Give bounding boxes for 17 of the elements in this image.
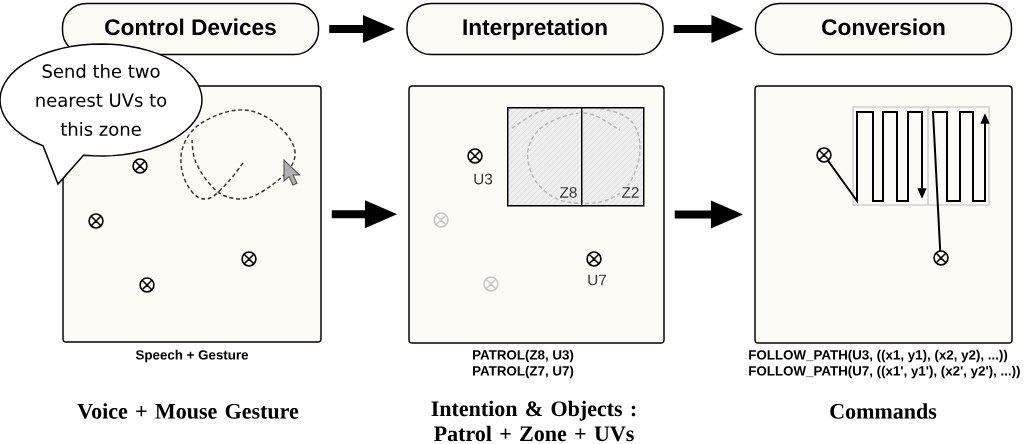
command-text: FOLLOW_PATH(U7, ((x1', y1'), (x2', y2'), ...)): [749, 365, 1020, 379]
command-text: FOLLOW_PATH(U3, ((x1, y1), (x2, y2), ...)): [749, 349, 1008, 363]
zone-box: Z2: [580, 106, 645, 207]
panel-caption: Speech + Gesture: [135, 349, 249, 363]
stage-box: Interpretation: [406, 2, 664, 56]
panel-box: [754, 85, 1013, 344]
zone-box: Z8: [506, 106, 583, 207]
stage-box: Conversion: [754, 2, 1013, 56]
stage-box: Control Devices: [61, 2, 320, 56]
column-caption: Voice + Mouse Gesture: [77, 403, 299, 419]
speech-bubble: Send the two nearest UVs to this zone: [0, 43, 203, 186]
column-caption: Intention & Objects : Patrol + Zone + UVs: [431, 400, 636, 442]
column-caption: Commands: [830, 403, 937, 419]
command-text: PATROL(Z8, U3): [473, 349, 574, 363]
uv-label: U7: [588, 274, 607, 286]
uv-label: U3: [474, 173, 493, 185]
command-text: PATROL(Z7, U7): [473, 365, 574, 379]
